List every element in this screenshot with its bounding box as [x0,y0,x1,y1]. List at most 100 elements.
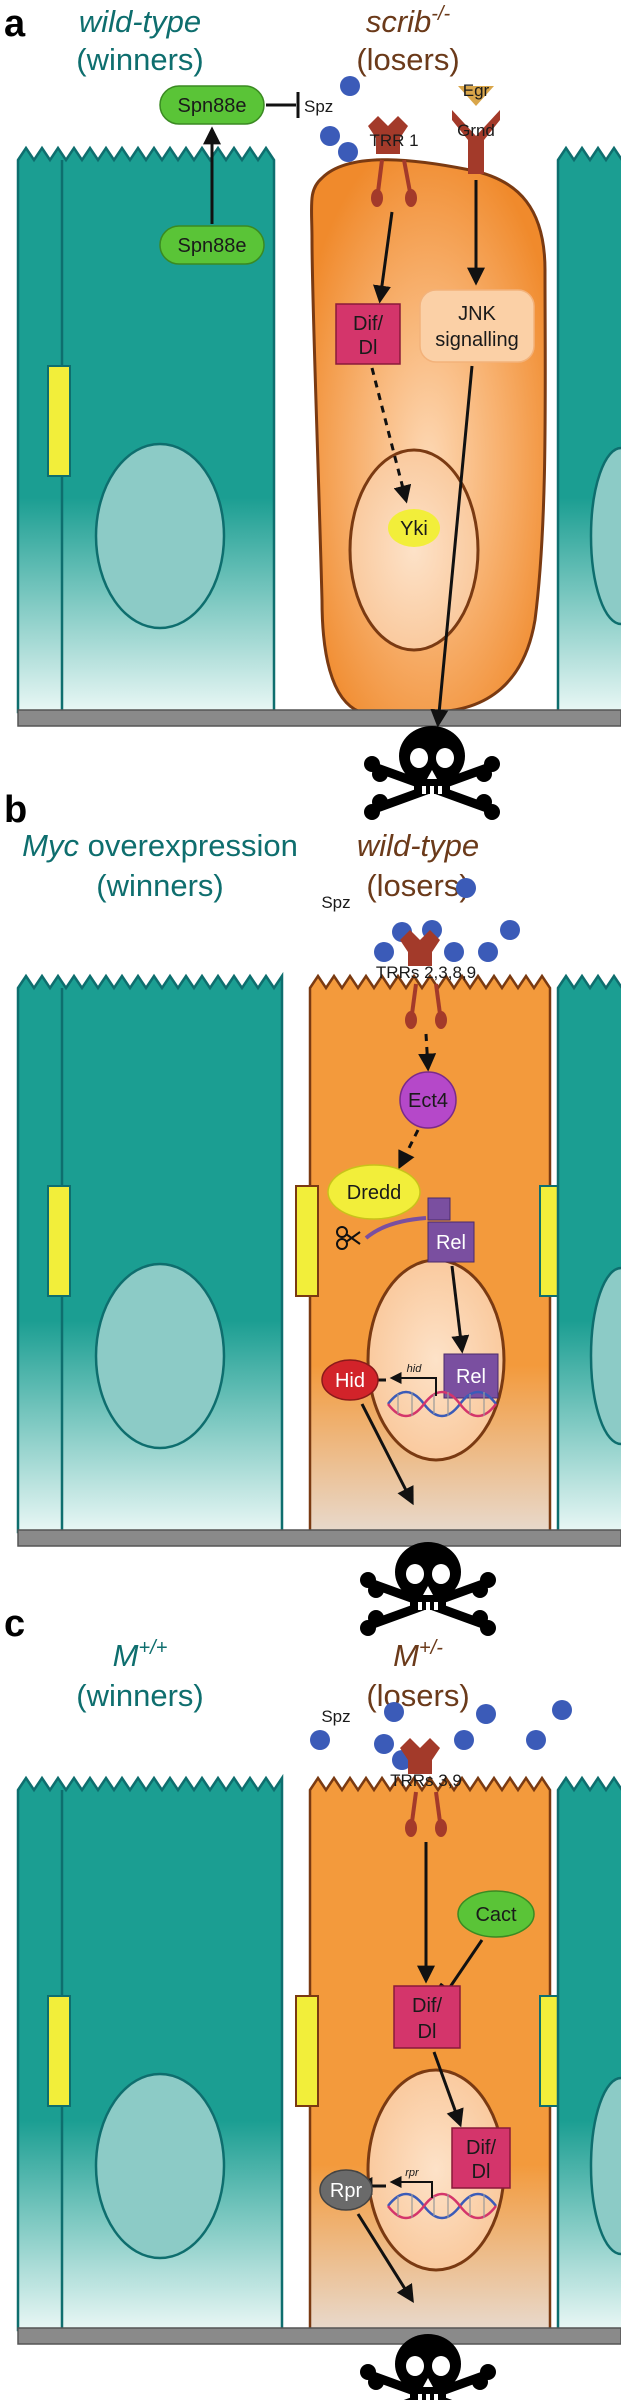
panel-b-hid-gene-label: hid [407,1363,423,1375]
panel-a-junction-left [47,365,71,477]
panel-a-yki-node [388,509,440,547]
panel-b-arrow-trr-ect4 [418,1033,437,1072]
panel-b-rel-fragment [427,1197,451,1221]
panel-b-letter: b [4,789,27,831]
panel-b-rel-tether [364,1216,427,1240]
panel-c-letter: c [4,1603,25,1645]
panel-c-junction-left [47,1995,71,2107]
panel-b-arrow-rel-nucleus [450,1265,470,1354]
panel-b-trrs-label: TRRs 2,3,8,9 [376,963,476,982]
panel-a-spn88e-top-label: Spn88e [178,95,247,117]
panel-c-dna-helix [387,2192,497,2220]
spz-dot [340,76,360,96]
panel-c-junction-mid [295,1995,319,2107]
panel-b-ect4-node [399,1071,457,1129]
panel-c-right-title-1: M+/- [393,1637,443,1673]
panel-c-spz-label: Spz [321,1707,350,1726]
panel-a-arrow-dif-yki [370,367,412,504]
panel-a-egr-shape [458,86,494,106]
panel-a-trr-label: TRR 1 [369,131,418,150]
panel-b-winner-nucleus [94,1262,226,1450]
panel-b-junction-left [47,1185,71,1297]
panel-b-dna-helix [387,1390,497,1418]
panel-b-hid-node [321,1359,379,1401]
panel-c-trr-receptor [400,1738,447,1837]
panel-b-arrow-hid-death [360,1403,414,1506]
panel-a-letter: a [4,3,26,45]
panel-c-cact-label: Cact [475,1904,517,1926]
panel-a-neighbor-cell [556,145,621,714]
panel-b-basement-membrane [17,1529,621,1547]
panel-c-trrs-label: TRRs 3,9 [390,1771,462,1790]
panel-b-neighbor-nucleus [589,1266,621,1446]
panel-a-death-skull-icon [364,726,500,820]
panel-c-dif-nuc-label-2: Dl [472,2161,491,2183]
panel-b-arrow-ect4-dredd [398,1129,420,1170]
panel-a-scrib-nucleus [348,448,480,652]
panel-c-rpr-label: Rpr [330,2180,363,2202]
panel-a-egr-label: Egr [463,81,490,100]
panel-c-cact-node [457,1890,535,1938]
panel-c-arrow-dif-nucleus [432,2051,464,2128]
panel-c-arrow-rpr-death [356,2213,414,2304]
panel-c-dif-label-1: Dif/ [412,1995,442,2017]
panel-c-neighbor-nucleus [589,2076,621,2256]
panel-c-left-title-2: (winners) [76,1678,203,1713]
panel-c-winner-nucleus [94,2072,226,2260]
panel-a-basement-membrane [17,709,621,727]
spz-dot [374,1734,394,1754]
panel-b-scissors-icon [336,1226,361,1250]
panel-a-dif-label-1: Dif/ [353,313,383,335]
panel-a-jnk-label-1: JNK [458,303,496,325]
panel-a-jnk-box [419,289,535,363]
panel-a-left-title-1: wild-type [79,4,201,39]
panel-b-dredd-label: Dredd [347,1182,401,1204]
panel-a-arrow-trr-dif [373,211,394,304]
spz-dot [384,1702,404,1722]
panel-c: c M+/+ (winners) M+/- (losers) Spz [4,1603,621,2400]
spz-dot [454,1730,474,1750]
panel-b-rel-cyto-label: Rel [436,1232,466,1254]
panel-b-left-title-2: (winners) [96,868,223,903]
panel-a-dif-box [335,303,401,365]
panel-a: a wild-type (winners) scrib-/- (losers) … [4,3,621,820]
panel-b-left-title-1: Myc overexpression [22,828,298,863]
panel-a-arrow-jnk-death [430,365,474,728]
panel-c-inhibit-dif [446,1939,484,1991]
panel-a-spn88e-bottom-label: Spn88e [178,235,247,257]
panel-a-left-title-2: (winners) [76,42,203,77]
panel-c-rpr-node [319,2169,373,2211]
panel-b-right-title-1: wild-type [357,828,479,863]
panel-b-rel-nuc-label: Rel [456,1366,486,1388]
spz-dot [526,1730,546,1750]
panel-b-dredd-node [327,1164,421,1220]
panel-b-neighbor-cell [556,973,621,1534]
spz-dot [500,920,520,940]
panel-b: b Myc overexpression (winners) wild-type… [4,789,621,1636]
panel-b-trr-receptor [400,930,447,1029]
panel-a-trr-receptor [368,116,417,207]
spz-dot [374,942,394,962]
spz-dot [456,878,476,898]
panel-a-winner-nucleus [94,442,226,630]
panel-a-grnd-label: Grnd [457,121,495,140]
panel-c-dif-label-2: Dl [418,2021,437,2043]
panel-c-basement-membrane [17,2327,621,2345]
panel-c-dif-nuc-label-1: Dif/ [466,2137,496,2159]
panel-a-yki-label: Yki [400,518,428,540]
spz-dot [338,142,358,162]
panel-c-right-title-2: (losers) [366,1678,469,1713]
panel-a-right-title-1: scrib-/- [366,3,451,39]
panel-a-grnd-receptor [452,110,500,174]
panel-b-death-skull-icon [360,1542,496,1636]
panel-c-rpr-gene-label: rpr [405,2167,420,2179]
panel-b-junction-mid [295,1185,319,1297]
panel-c-left-title-1: M+/+ [113,1637,168,1673]
panel-b-rel-cyto-box [427,1221,475,1263]
panel-a-spn88e-top [159,85,265,125]
spz-dot [476,1704,496,1724]
spz-dot [444,942,464,962]
spz-dot [320,126,340,146]
panel-b-rel-nuc-box [443,1353,499,1399]
panel-a-spz-label: Spz [304,97,333,116]
